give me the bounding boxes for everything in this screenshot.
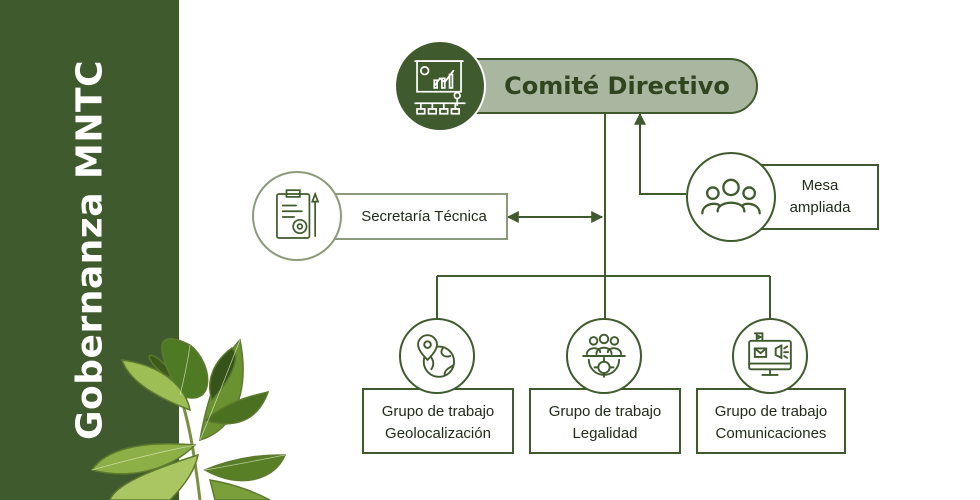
mesa-label: Mesa ampliada bbox=[789, 177, 851, 216]
globe-location-icon bbox=[399, 318, 475, 394]
media-monitor-icon bbox=[732, 318, 808, 394]
group-box-legalidad bbox=[529, 388, 681, 454]
presentation-board-icon bbox=[394, 40, 486, 132]
mesa-arrow bbox=[634, 112, 686, 195]
document-gear-icon bbox=[252, 171, 342, 261]
group-label-comunicaciones: Grupo de trabajo Comunicaciones bbox=[714, 403, 828, 442]
group-box-comunicaciones bbox=[696, 388, 846, 454]
team-gear-icon bbox=[566, 318, 642, 394]
group-label-legalidad: Grupo de trabajo Legalidad bbox=[548, 403, 662, 442]
committee-pill bbox=[440, 58, 758, 114]
secretaria-label: Secretaría Técnica bbox=[361, 207, 487, 225]
people-group-icon bbox=[686, 152, 776, 242]
sidebar: Gobernanza MNTC bbox=[0, 0, 179, 500]
group-label-geolocalizacion: Grupo de trabajo Geolocalización bbox=[381, 403, 495, 442]
committee-label: Comité Directivo bbox=[504, 72, 730, 100]
